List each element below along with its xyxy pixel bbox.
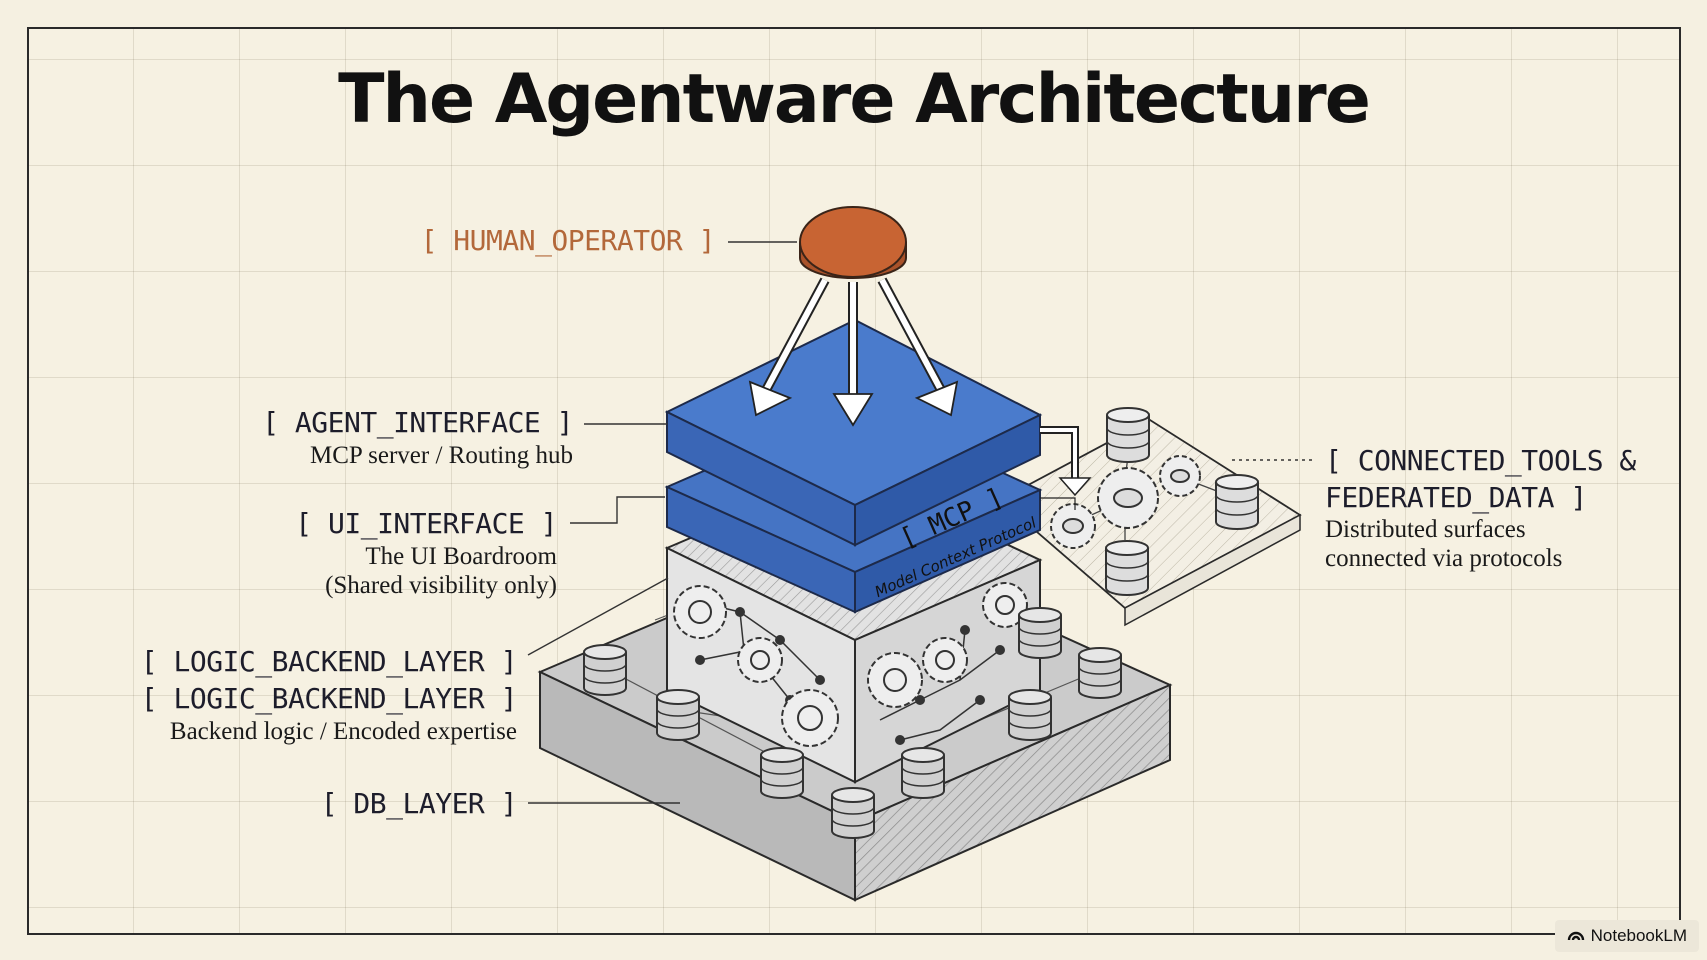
- logic-backend-description: Backend logic / Encoded expertise: [169, 718, 517, 745]
- connected-tools-label-1: [ CONNECTED_TOOLS &: [1325, 444, 1636, 477]
- ui-interface-description-1: The UI Boardroom: [365, 543, 557, 570]
- ui-interface-label: [ UI_INTERFACE ]: [295, 507, 557, 540]
- db-layer-databases: [583, 607, 1122, 839]
- human-operator-label: [ HUMAN_OPERATOR ]: [420, 224, 716, 257]
- database-icon: [583, 644, 627, 696]
- gear-icon: [982, 582, 1028, 628]
- ui-interface-description-2: (Shared visibility only): [325, 572, 557, 599]
- gear-icon: [1050, 503, 1096, 549]
- gear-icon: [867, 652, 923, 708]
- tools-connection-arrow: [1040, 426, 1092, 510]
- database-icon: [1078, 647, 1122, 699]
- logic-backend-label-2: [ LOGIC_BACKEND_LAYER ]: [140, 682, 518, 715]
- page-title: The Agentware Architecture: [338, 60, 1371, 139]
- connected-tools-label-2: FEDERATED_DATA ]: [1325, 481, 1587, 514]
- connected-tools-plate: [998, 407, 1302, 627]
- database-icon: [1008, 689, 1052, 741]
- database-icon: [1215, 474, 1259, 530]
- arrow-icon: [748, 277, 830, 417]
- agent-interface-label: [ AGENT_INTERFACE ]: [262, 406, 573, 439]
- database-icon: [901, 747, 945, 799]
- logic-backend-label-1: [ LOGIC_BACKEND_LAYER ]: [140, 645, 518, 678]
- notebooklm-label: NotebookLM: [1590, 926, 1687, 945]
- database-icon: [1018, 607, 1062, 659]
- gear-icon: [737, 637, 783, 683]
- operator-arrows: [748, 277, 959, 427]
- gear-icon: [673, 585, 727, 639]
- database-icon: [760, 747, 804, 799]
- gear-icon: [1097, 467, 1159, 529]
- connected-tools-description-2: connected via protocols: [1325, 545, 1563, 572]
- gear-icon: [1159, 455, 1201, 497]
- database-icon: [831, 787, 875, 839]
- arrow-icon: [877, 277, 959, 417]
- notebooklm-logo-icon: [1567, 926, 1585, 946]
- database-icon: [1105, 540, 1149, 596]
- gear-icon: [781, 689, 839, 747]
- database-icon: [656, 689, 700, 741]
- database-icon: [1106, 407, 1150, 463]
- leader-lines: [527, 241, 1315, 804]
- agent-interface-description: MCP server / Routing hub: [310, 442, 573, 469]
- db-layer-label: [ DB_LAYER ]: [320, 787, 518, 820]
- notebooklm-badge: NotebookLM: [1554, 920, 1699, 952]
- connected-tools-description-1: Distributed surfaces: [1325, 516, 1526, 543]
- gear-icon: [922, 637, 968, 683]
- human-operator-disc: [799, 206, 907, 279]
- arrow-icon: [832, 282, 874, 427]
